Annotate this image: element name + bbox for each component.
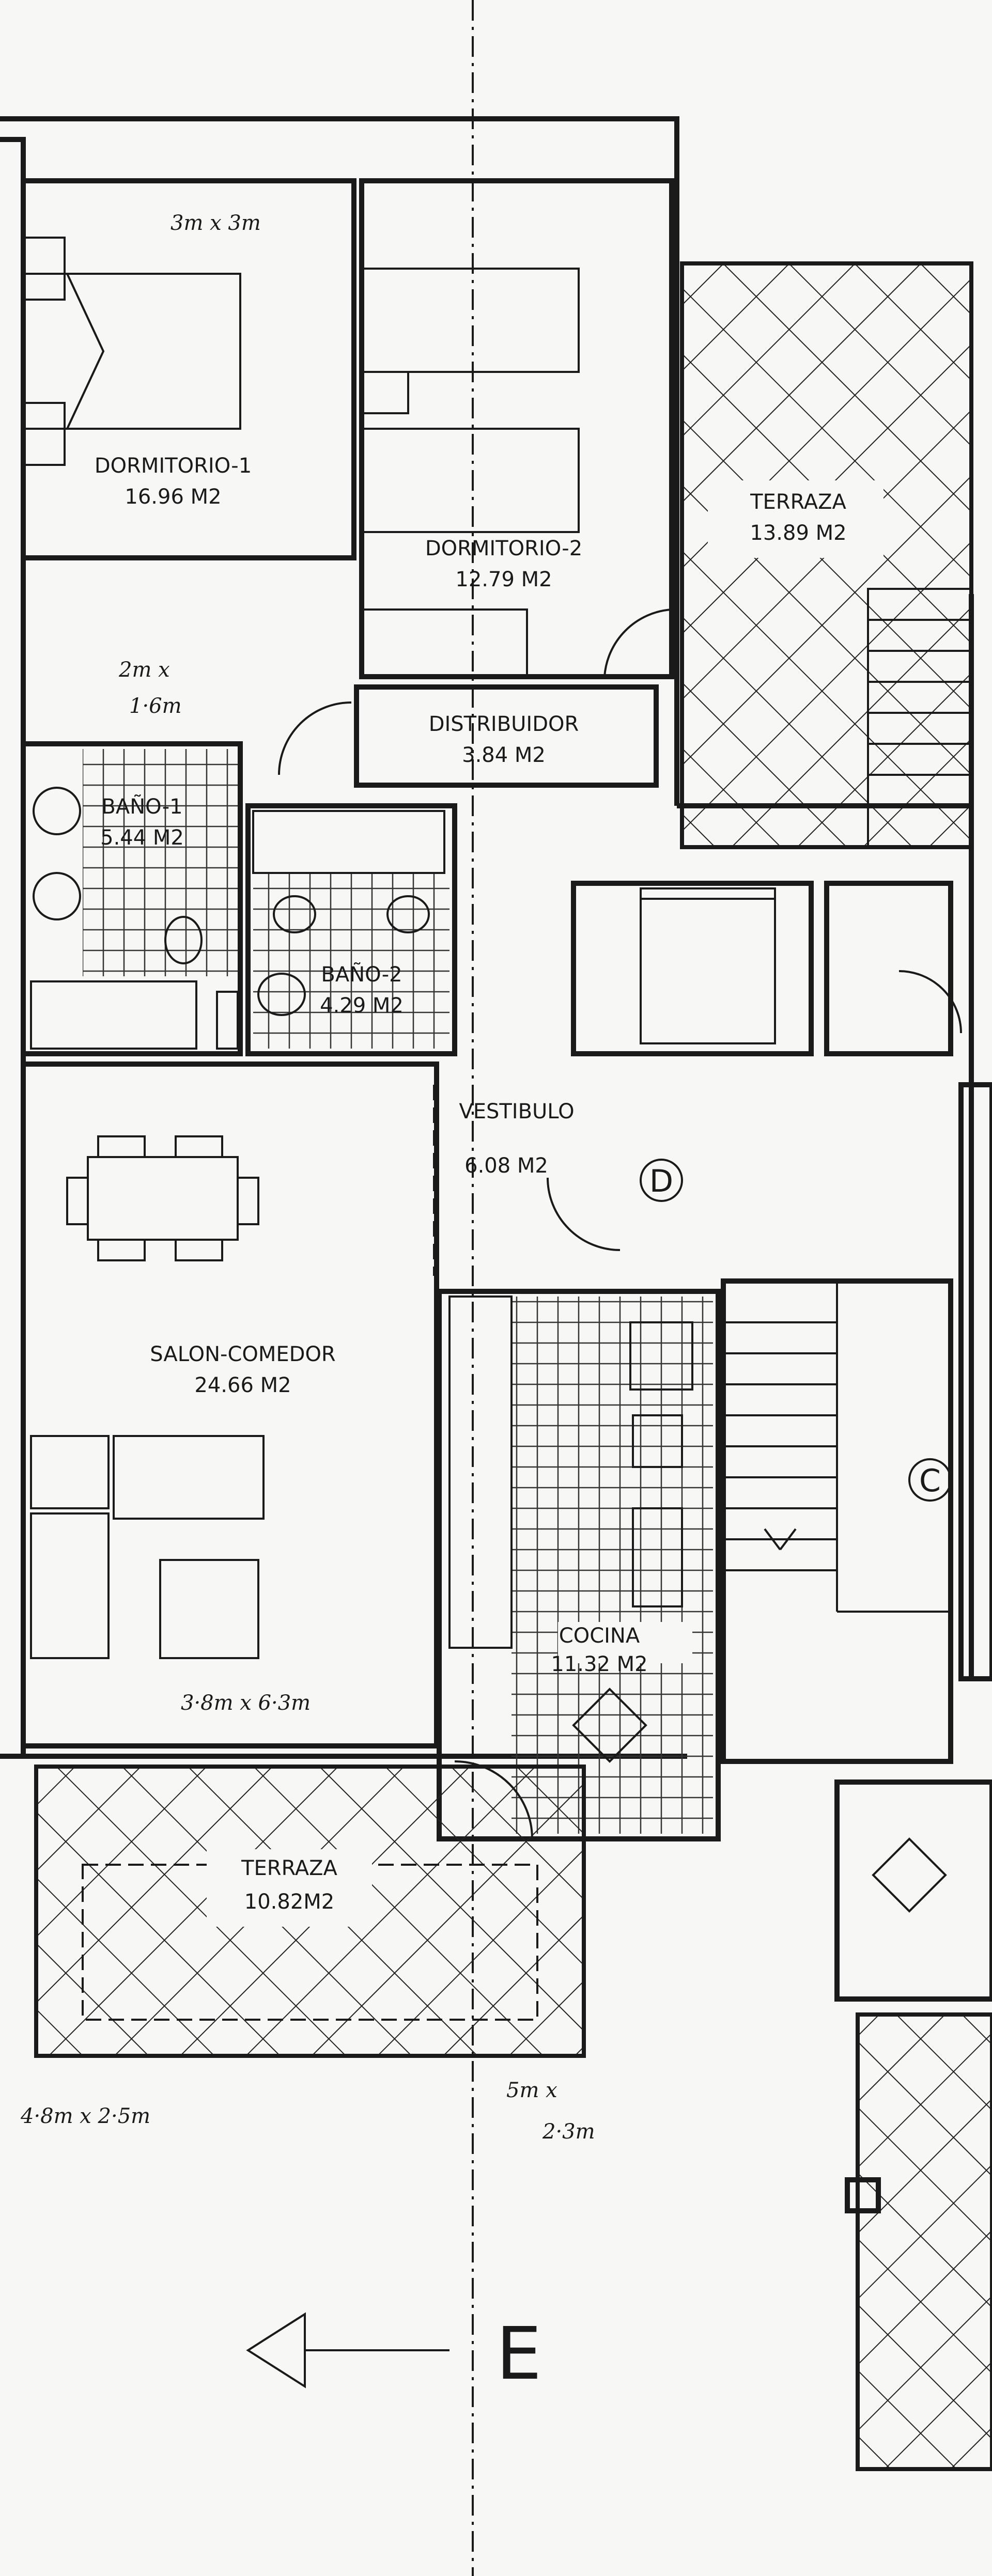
cocina-area: 11.32 M2 <box>551 1652 647 1676</box>
bano-2-name: BAÑO-2 <box>321 962 402 987</box>
dormitorio-1-name: DORMITORIO-1 <box>95 454 252 478</box>
terrace-right-bottom <box>834 1779 992 2471</box>
bano-1-dimension-2: 1·6m <box>129 694 182 718</box>
bano-2-area: 4.29 M2 <box>320 994 404 1018</box>
cocina-name: COCINA <box>559 1624 640 1648</box>
terrace-top-label-bg <box>708 480 884 558</box>
bottom-right-dimension-2: 2·3m <box>542 2120 595 2144</box>
main-stair: C <box>721 1278 953 1764</box>
dormitorio-2-area: 12.79 M2 <box>455 568 552 591</box>
terrace-bottom-area: 10.82M2 <box>244 1890 334 1914</box>
vestibulo: VESTIBULO 6.08 M2 D <box>433 1085 683 1276</box>
salon-name: SALON-COMEDOR <box>150 1342 335 1366</box>
orientation-label: E <box>496 2312 541 2396</box>
distribuidor: DISTRIBUIDOR 3.84 M2 <box>278 684 659 788</box>
elevator-block <box>571 881 992 1681</box>
bano-1: BAÑO-1 5.44 M2 <box>21 741 243 1056</box>
marker-d: D <box>649 1163 673 1199</box>
orientation-arrow: E <box>246 2312 541 2396</box>
terrace-top-name: TERRAZA <box>750 490 846 514</box>
salon-area: 24.66 M2 <box>194 1373 291 1397</box>
dormitorio-1-area: 16.96 M2 <box>125 485 221 509</box>
terrace-top-area: 13.89 M2 <box>750 521 846 545</box>
vestibulo-name: VESTIBULO <box>459 1100 574 1123</box>
salon-dimension: 3·8m x 6·3m <box>181 1691 311 1715</box>
terrace-bottom-name: TERRAZA <box>241 1856 337 1880</box>
dormitorio-1: 3m x 3m DORMITORIO-1 16.96 M2 <box>21 178 357 560</box>
bano-1-name: BAÑO-1 <box>101 794 182 819</box>
vestibulo-area: 6.08 M2 <box>464 1154 548 1178</box>
bano-1-dimension-1: 2m x <box>118 658 170 682</box>
distribuidor-name: DISTRIBUIDOR <box>429 712 579 736</box>
dormitorio-1-dimension: 3m x 3m <box>171 211 261 235</box>
marker-c: C <box>919 1463 941 1499</box>
bano-1-area: 5.44 M2 <box>100 826 184 850</box>
dormitorio-2: DORMITORIO-2 12.79 M2 <box>359 178 674 679</box>
salon-comedor: SALON-COMEDOR 24.66 M2 3·8m x 6·3m <box>21 1061 439 1748</box>
bano-2: BAÑO-2 4.29 M2 <box>245 803 457 1056</box>
bottom-right-dimension-1: 5m x <box>506 2079 557 2102</box>
distribuidor-area: 3.84 M2 <box>462 743 546 767</box>
cocina: COCINA 11.32 M2 <box>437 1289 721 1841</box>
terrace-bottom-dimension: 4·8m x 2·5m <box>20 2104 150 2128</box>
dormitorio-2-name: DORMITORIO-2 <box>425 537 582 560</box>
stair-top-right <box>867 588 972 848</box>
terrace-bottom: TERRAZA 10.82M2 4·8m x 2·5m <box>20 1765 586 2128</box>
